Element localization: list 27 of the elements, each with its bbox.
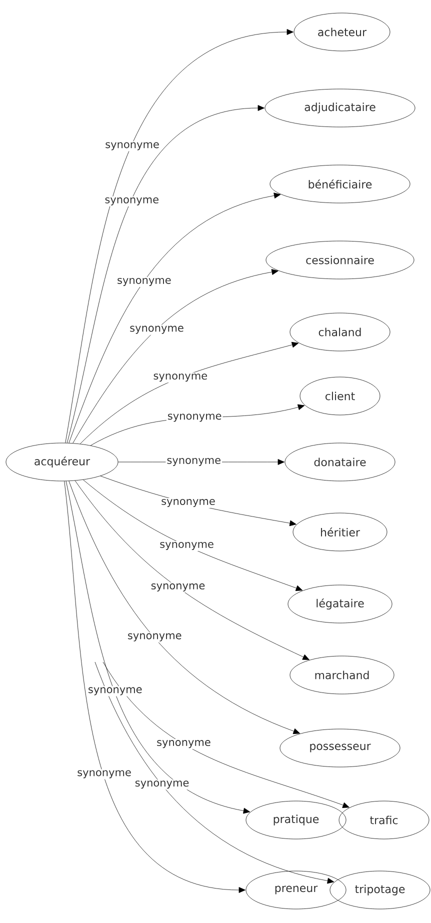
edge-label: synonyme [116, 276, 172, 288]
arrow [66, 480, 250, 814]
arrow [65, 29, 294, 444]
arrow [66, 105, 264, 444]
edge-label: synonyme [160, 498, 216, 508]
edge-label: synonyme [104, 196, 160, 206]
arrow [94, 662, 334, 884]
edge-label: synonyme [76, 769, 132, 780]
edge-label: synonyme [134, 780, 190, 790]
edge-label: synonyme [126, 632, 183, 642]
arrow [83, 480, 303, 591]
edge-label: synonyme [166, 456, 222, 468]
edge-label: synonyme [158, 540, 215, 552]
arrow [74, 480, 310, 660]
arrow [68, 480, 300, 734]
edge-label: synonyme [104, 141, 160, 152]
arrow [68, 192, 281, 444]
edge-label: synonyme [86, 686, 144, 696]
edge-label: synonyme [166, 412, 223, 423]
arrow [80, 342, 299, 444]
edge-label: synonyme [128, 324, 185, 335]
edge-label: synonyme [152, 372, 209, 383]
arrow [102, 662, 350, 808]
edge-label: synonyme [150, 582, 206, 592]
arrow [72, 269, 278, 444]
arrow [64, 480, 246, 893]
edge-label: synonyme [156, 739, 212, 750]
